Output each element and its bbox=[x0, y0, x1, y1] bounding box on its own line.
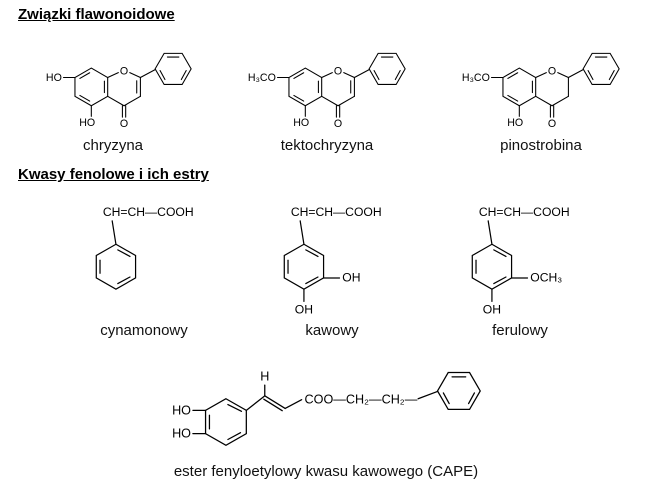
phenolic-acids-heading: Kwasy fenolowe i ich estry bbox=[18, 166, 209, 183]
ring-a-bonds bbox=[288, 67, 323, 107]
cynamonowy-figure: CH=CH—COOH cynamonowy bbox=[58, 190, 230, 339]
kawowy-caption: kawowy bbox=[305, 322, 359, 339]
cape-structure: HO HO H COO—CH₂—CH₂— bbox=[172, 369, 481, 447]
methoxy-7-label: H₃CO bbox=[462, 72, 490, 84]
catechol-ring-bonds bbox=[192, 398, 247, 447]
ferulowy-structure: CH=CH—COOH OCH₃ OH bbox=[471, 205, 570, 317]
bonds bbox=[95, 220, 137, 290]
tektochryzyna-structure: O O H₃CO HO bbox=[248, 52, 406, 130]
chryzyna-figure: O O HO HO chryzyna bbox=[6, 28, 220, 154]
cynamonowy-caption: cynamonowy bbox=[100, 322, 188, 339]
flavonoids-heading: Związki flawonoidowe bbox=[18, 6, 175, 23]
keto-oxygen-label: O bbox=[334, 118, 342, 130]
hydroxyl-4-label: OH bbox=[295, 303, 313, 317]
hydroxyl-3-label: OH bbox=[342, 271, 360, 285]
kawowy-figure: CH=CH—COOH OH OH kawowy bbox=[246, 190, 418, 339]
phenyl-ring-bonds bbox=[436, 371, 481, 411]
ring-c-bonds bbox=[107, 72, 141, 118]
kawowy-structure: CH=CH—COOH OH OH bbox=[283, 205, 382, 317]
vinyl-hydrogen-label: H bbox=[260, 369, 269, 383]
methoxy-3-label: OCH₃ bbox=[530, 271, 562, 285]
propenoic-chain-label: CH=CH—COOH bbox=[103, 205, 194, 219]
substituent-bonds bbox=[62, 69, 156, 117]
ring-oxygen-label: O bbox=[334, 66, 342, 78]
ring-oxygen-label: O bbox=[120, 66, 128, 78]
phenyl-ring-bonds bbox=[582, 52, 620, 85]
hydroxyl-5-label: HO bbox=[507, 117, 523, 129]
cynamonowy-structure: CH=CH—COOH bbox=[95, 205, 194, 290]
cape-figure: HO HO H COO—CH₂—CH₂— bbox=[158, 352, 488, 461]
ring-oxygen-label: O bbox=[548, 66, 556, 78]
hydroxyl-5-label: HO bbox=[79, 117, 95, 129]
hydroxyl-7-label: HO bbox=[46, 72, 62, 84]
flavonoids-row: O O HO HO chryzyna bbox=[6, 28, 648, 154]
keto-oxygen-label: O bbox=[120, 118, 128, 130]
acids-row: CH=CH—COOH cynamonowy CH=CH—COOH bbox=[58, 190, 606, 339]
cape-caption: ester fenyloetylowy kwasu kawowego (CAPE… bbox=[173, 463, 479, 480]
hydroxyl-5-label: HO bbox=[293, 117, 309, 129]
ferulowy-caption: ferulowy bbox=[492, 322, 548, 339]
ring-a-bonds bbox=[502, 67, 537, 107]
phenyl-ring-bonds bbox=[154, 52, 192, 85]
phenyl-ring-bonds bbox=[368, 52, 406, 85]
bonds bbox=[283, 220, 341, 302]
keto-oxygen-label: O bbox=[548, 118, 556, 130]
chryzyna-caption: chryzyna bbox=[82, 137, 144, 154]
bonds bbox=[471, 220, 529, 302]
propenoic-chain-label: CH=CH—COOH bbox=[479, 205, 570, 219]
substituent-bonds bbox=[490, 69, 584, 117]
pinostrobina-caption: pinostrobina bbox=[500, 137, 582, 154]
substituent-bonds bbox=[276, 69, 370, 117]
pinostrobina-figure: O O H₃CO HO pinostrobina bbox=[434, 28, 648, 154]
vinyl-ester-bonds bbox=[245, 384, 439, 412]
ring-a-bonds bbox=[74, 67, 109, 107]
ferulowy-figure: CH=CH—COOH OCH₃ OH ferulowy bbox=[434, 190, 606, 339]
chryzyna-structure: O O HO HO bbox=[46, 52, 192, 130]
ester-chain-label: COO—CH₂—CH₂— bbox=[305, 393, 418, 407]
ring-c-bonds bbox=[535, 72, 569, 118]
tektochryzyna-caption: tektochryzyna bbox=[280, 137, 374, 154]
methoxy-7-label: H₃CO bbox=[248, 72, 276, 84]
propenoic-chain-label: CH=CH—COOH bbox=[291, 205, 382, 219]
ring-c-bonds bbox=[321, 72, 355, 118]
pinostrobina-structure: O O H₃CO HO bbox=[462, 52, 620, 130]
hydroxyl-lower-label: HO bbox=[172, 427, 191, 441]
hydroxyl-4-label: OH bbox=[483, 303, 501, 317]
hydroxyl-upper-label: HO bbox=[172, 403, 191, 417]
tektochryzyna-figure: O O H₃CO HO tektochryzyna bbox=[220, 28, 434, 154]
